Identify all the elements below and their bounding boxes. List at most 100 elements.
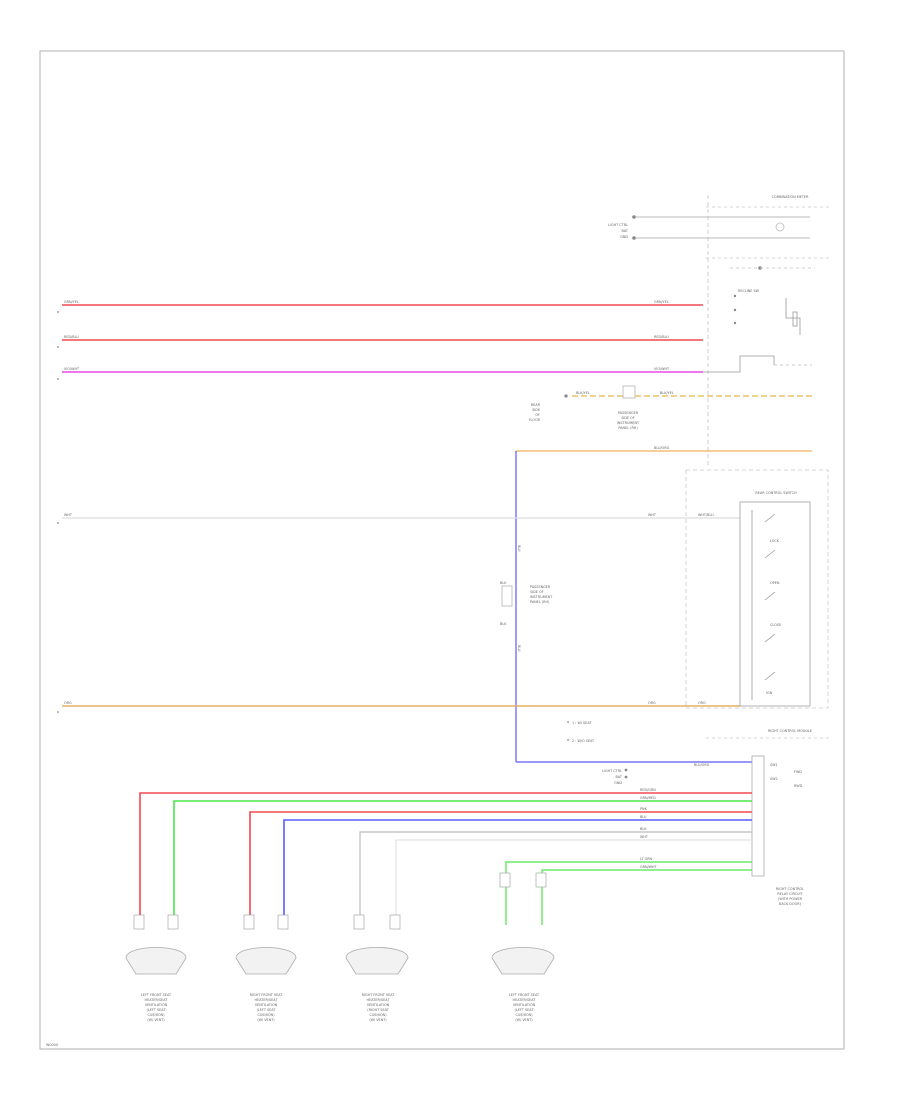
recline-switch-body xyxy=(792,311,798,327)
switch-position-label: CLOSE xyxy=(770,623,781,627)
motor-icon xyxy=(345,947,409,975)
svg-text:VENTILATION: VENTILATION xyxy=(255,1003,278,1007)
combination-meter: COMBINATION METER LIGHT CTRL BAT GND xyxy=(608,195,830,259)
module-note: RIGHT CONTROL xyxy=(776,887,804,891)
wire-end xyxy=(57,711,59,713)
wire-label-vertical: BLU xyxy=(517,645,521,652)
jumper-node xyxy=(567,721,569,723)
svg-text:CUSHION): CUSHION) xyxy=(369,1013,387,1017)
wire-label: GRN/RED xyxy=(640,796,656,800)
wire-label: BLU/ORG xyxy=(694,763,710,767)
connector-node xyxy=(632,215,636,219)
passenger-note: PANEL (RH) xyxy=(618,426,638,430)
lamp-icon xyxy=(775,222,785,232)
wire-wht: WHT WHT WHT/BLU xyxy=(57,513,740,524)
wire-label: BLK xyxy=(500,581,507,585)
motor-icon xyxy=(235,947,297,975)
seat-motor-3: RIGHT FRONT SEAT HEATER/SEAT VENTILATION… xyxy=(345,914,409,1022)
rear-switch-inner xyxy=(739,501,811,707)
passenger-note: INSTRUMENT xyxy=(530,595,553,599)
passenger-splice-upper: BLK/YEL BLK/YEL REAR SIDE OF FLOOR PASSE… xyxy=(529,385,812,430)
splice-box xyxy=(622,385,636,399)
wire-label-vertical: BLU xyxy=(517,545,521,552)
light-control-label: LIGHT CTRL xyxy=(608,223,628,227)
module-note: (WITH POWER xyxy=(778,897,803,901)
recline-pin xyxy=(733,308,737,312)
ground-note: SIDE xyxy=(532,408,540,412)
module-note: RELAY CIRCUIT xyxy=(777,892,803,896)
svg-text:CUSHION): CUSHION) xyxy=(515,1013,533,1017)
wire-label: LT GRN xyxy=(640,857,653,861)
wire-label-right: ORG xyxy=(698,701,706,705)
svg-text:RIGHT FRONT SEAT: RIGHT FRONT SEAT xyxy=(362,993,396,997)
seat-motor-1: LEFT FRONT SEAT HEATER/SEAT VENTILATION … xyxy=(125,914,187,1022)
wire-vio-to-switch xyxy=(703,355,775,373)
wire-label: GRN/WHT xyxy=(640,865,658,869)
wire-label: WHT xyxy=(640,835,649,839)
pin-label: SW1 xyxy=(770,763,778,767)
pin-label: GND xyxy=(614,781,622,785)
switch-position-label: OPEN xyxy=(770,581,780,585)
svg-text:(LEFT SEAT: (LEFT SEAT xyxy=(147,1008,167,1012)
ground-note: REAR xyxy=(531,403,541,407)
gnd-label: GND xyxy=(620,235,628,239)
wire-label-right: RED/BLU xyxy=(654,335,669,339)
wire-label: RED/GRN xyxy=(640,788,656,792)
svg-text:HEATER/SEAT: HEATER/SEAT xyxy=(255,998,279,1002)
switch-position-label: LOCK xyxy=(770,539,780,543)
rear-switch-title: REAR CONTROL SWITCH xyxy=(755,491,797,495)
svg-text:LEFT FRONT SEAT: LEFT FRONT SEAT xyxy=(141,993,172,997)
passenger-splice-lower: PASSENGER SIDE OF INSTRUMENT PANEL (RH) … xyxy=(500,581,553,626)
passenger-note: INSTRUMENT xyxy=(617,421,640,425)
splice-node xyxy=(564,394,568,398)
diagram-frame xyxy=(39,50,845,1050)
sheet-label: W0000 xyxy=(46,1043,58,1047)
bat-label: BAT xyxy=(622,229,629,233)
connector-node xyxy=(624,768,628,772)
connector-node xyxy=(624,775,628,779)
switch-position-label: IGN xyxy=(766,691,773,695)
svg-text:LEFT FRONT SEAT: LEFT FRONT SEAT xyxy=(509,993,540,997)
wire-label-left: WHT xyxy=(64,513,73,517)
wire-label-left: ORG xyxy=(64,701,72,705)
wire-label: BLK xyxy=(500,622,507,626)
switch-contact xyxy=(764,633,776,643)
pin-label: LIGHT CTRL xyxy=(602,769,622,773)
passenger-note: SIDE OF xyxy=(621,416,635,420)
ground-note: FLOOR xyxy=(529,418,541,422)
wire-org: ORG ORG ORG xyxy=(57,701,740,713)
motor-icon xyxy=(125,947,187,975)
wire-grn-yel: GRN/YEL GRN/YEL xyxy=(57,300,703,313)
wire-vio-wht: VIO/WHT VIO/WHT xyxy=(57,355,812,380)
svg-text:(W/ VENT): (W/ VENT) xyxy=(515,1018,533,1022)
rear-control-switch: REAR CONTROL SWITCH LOCK OPEN CLOSE IGN … xyxy=(567,469,829,743)
seat-motor-4: LEFT FRONT SEAT HEATER/SEAT VENTILATION … xyxy=(491,872,555,1022)
jumper-note: 2 : W/O SEAT xyxy=(572,739,595,743)
module-connector xyxy=(751,755,765,877)
svg-text:(LEFT SEAT: (LEFT SEAT xyxy=(515,1008,535,1012)
wire-label-left: VIO/WHT xyxy=(64,367,80,371)
wire-label: BLU/ORG xyxy=(654,446,670,450)
passenger-note: PASSENGER xyxy=(618,411,639,415)
svg-text:(W/ VENT): (W/ VENT) xyxy=(147,1018,165,1022)
recline-switch: RECLINE SW xyxy=(730,266,815,335)
recline-pin xyxy=(733,294,737,298)
svg-text:(W/ VENT): (W/ VENT) xyxy=(257,1018,275,1022)
seat-motor-2: RIGHT FRONT SEAT HEATER/SEAT VENTILATION… xyxy=(235,914,297,1022)
svg-text:VENTILATION: VENTILATION xyxy=(145,1003,168,1007)
rear-switch-outer xyxy=(685,469,829,709)
svg-text:HEATER/SEAT: HEATER/SEAT xyxy=(367,998,391,1002)
wire-label-right: ORG xyxy=(648,701,656,705)
wire-end xyxy=(57,378,59,380)
motor-icon xyxy=(491,947,555,975)
pin-label: BAT xyxy=(616,775,623,779)
right-control-module: RIGHT CONTROL MODULE RIGHT CONTROL RELAY… xyxy=(602,729,830,906)
connector-node xyxy=(632,236,636,240)
wire-label: PNK xyxy=(640,807,648,811)
recline-switch-title: RECLINE SW xyxy=(738,289,760,293)
wire-end xyxy=(57,522,59,524)
wire-label-left: RED/BLU xyxy=(64,335,79,339)
harness-wires: RED/GRN GRN/RED PNK BLU BLK WHT LT GRN G… xyxy=(139,788,752,925)
svg-text:RIGHT FRONT SEAT: RIGHT FRONT SEAT xyxy=(250,993,284,997)
wire-label: BLK/YEL xyxy=(660,391,674,395)
